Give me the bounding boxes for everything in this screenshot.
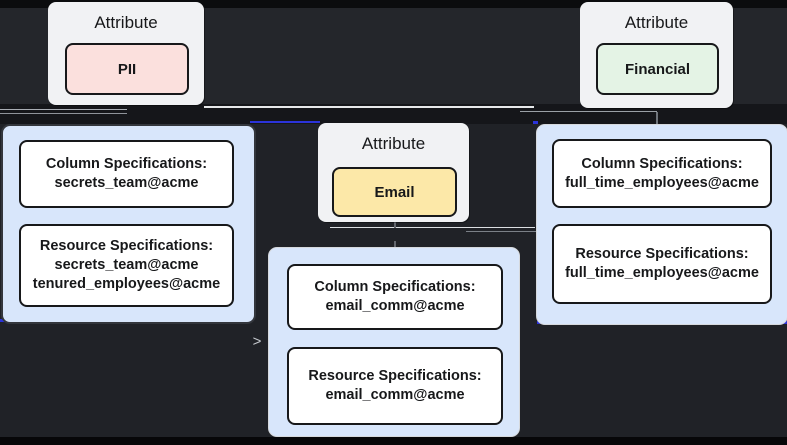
column-specifications-title: Column Specifications: [581, 155, 743, 172]
resource-specifications-box: Resource Specifications: full_time_emplo… [552, 224, 772, 304]
resource-specifications-title: Resource Specifications: [308, 368, 482, 384]
resource-specification-value: tenured_employees@acme [32, 276, 221, 292]
edge-email-line-secondary [466, 231, 537, 232]
attribute-card-title: Attribute [624, 13, 689, 32]
background-band-bottom [0, 437, 787, 445]
column-specifications-box: Column Specifications: secrets_team@acme [19, 140, 234, 208]
resource-specification-value: email_comm@acme [325, 387, 465, 403]
attribute-card-pii: Attribute PII [48, 2, 204, 105]
background-band-top [0, 0, 787, 8]
attribute-pill-email: Email [332, 167, 457, 217]
resource-specification-value: full_time_employees@acme [565, 265, 759, 281]
resource-specification-value: secrets_team@acme [54, 257, 199, 273]
resource-specifications-title: Resource Specifications: [575, 246, 749, 262]
column-specifications-box: Column Specifications: full_time_employe… [552, 139, 772, 208]
spec-group-financial: Column Specifications: full_time_employe… [536, 124, 787, 325]
column-specifications-box: Column Specifications: email_comm@acme [287, 264, 503, 330]
spec-group-pii: Column Specifications: secrets_team@acme… [1, 124, 256, 324]
resource-specifications-box: Resource Specifications: secrets_team@ac… [19, 224, 234, 307]
column-specification-value: email_comm@acme [325, 298, 465, 314]
attribute-pill-financial: Financial [596, 43, 719, 95]
column-specifications-title: Column Specifications: [45, 156, 208, 172]
spec-group-email: Column Specifications: email_comm@acme R… [268, 247, 520, 437]
attribute-card-financial: Attribute Financial [580, 2, 733, 108]
attribute-card-email: Attribute Email [318, 123, 469, 222]
resource-specifications-box: Resource Specifications: email_comm@acme [287, 347, 503, 425]
attribute-card-title: Attribute [361, 134, 426, 153]
attribute-pill-pii: PII [65, 43, 189, 95]
attribute-card-title: Attribute [94, 13, 158, 32]
background-band-middle [0, 104, 787, 124]
edge-email-line [330, 227, 535, 228]
edge-email-tick-top [394, 222, 396, 228]
column-specification-value: secrets_team@acme [54, 175, 199, 191]
arrowhead-icon: > [252, 333, 262, 350]
column-specification-value: full_time_employees@acme [565, 174, 759, 191]
resource-specifications-title: Resource Specifications: [39, 238, 214, 254]
column-specifications-title: Column Specifications: [314, 279, 476, 295]
